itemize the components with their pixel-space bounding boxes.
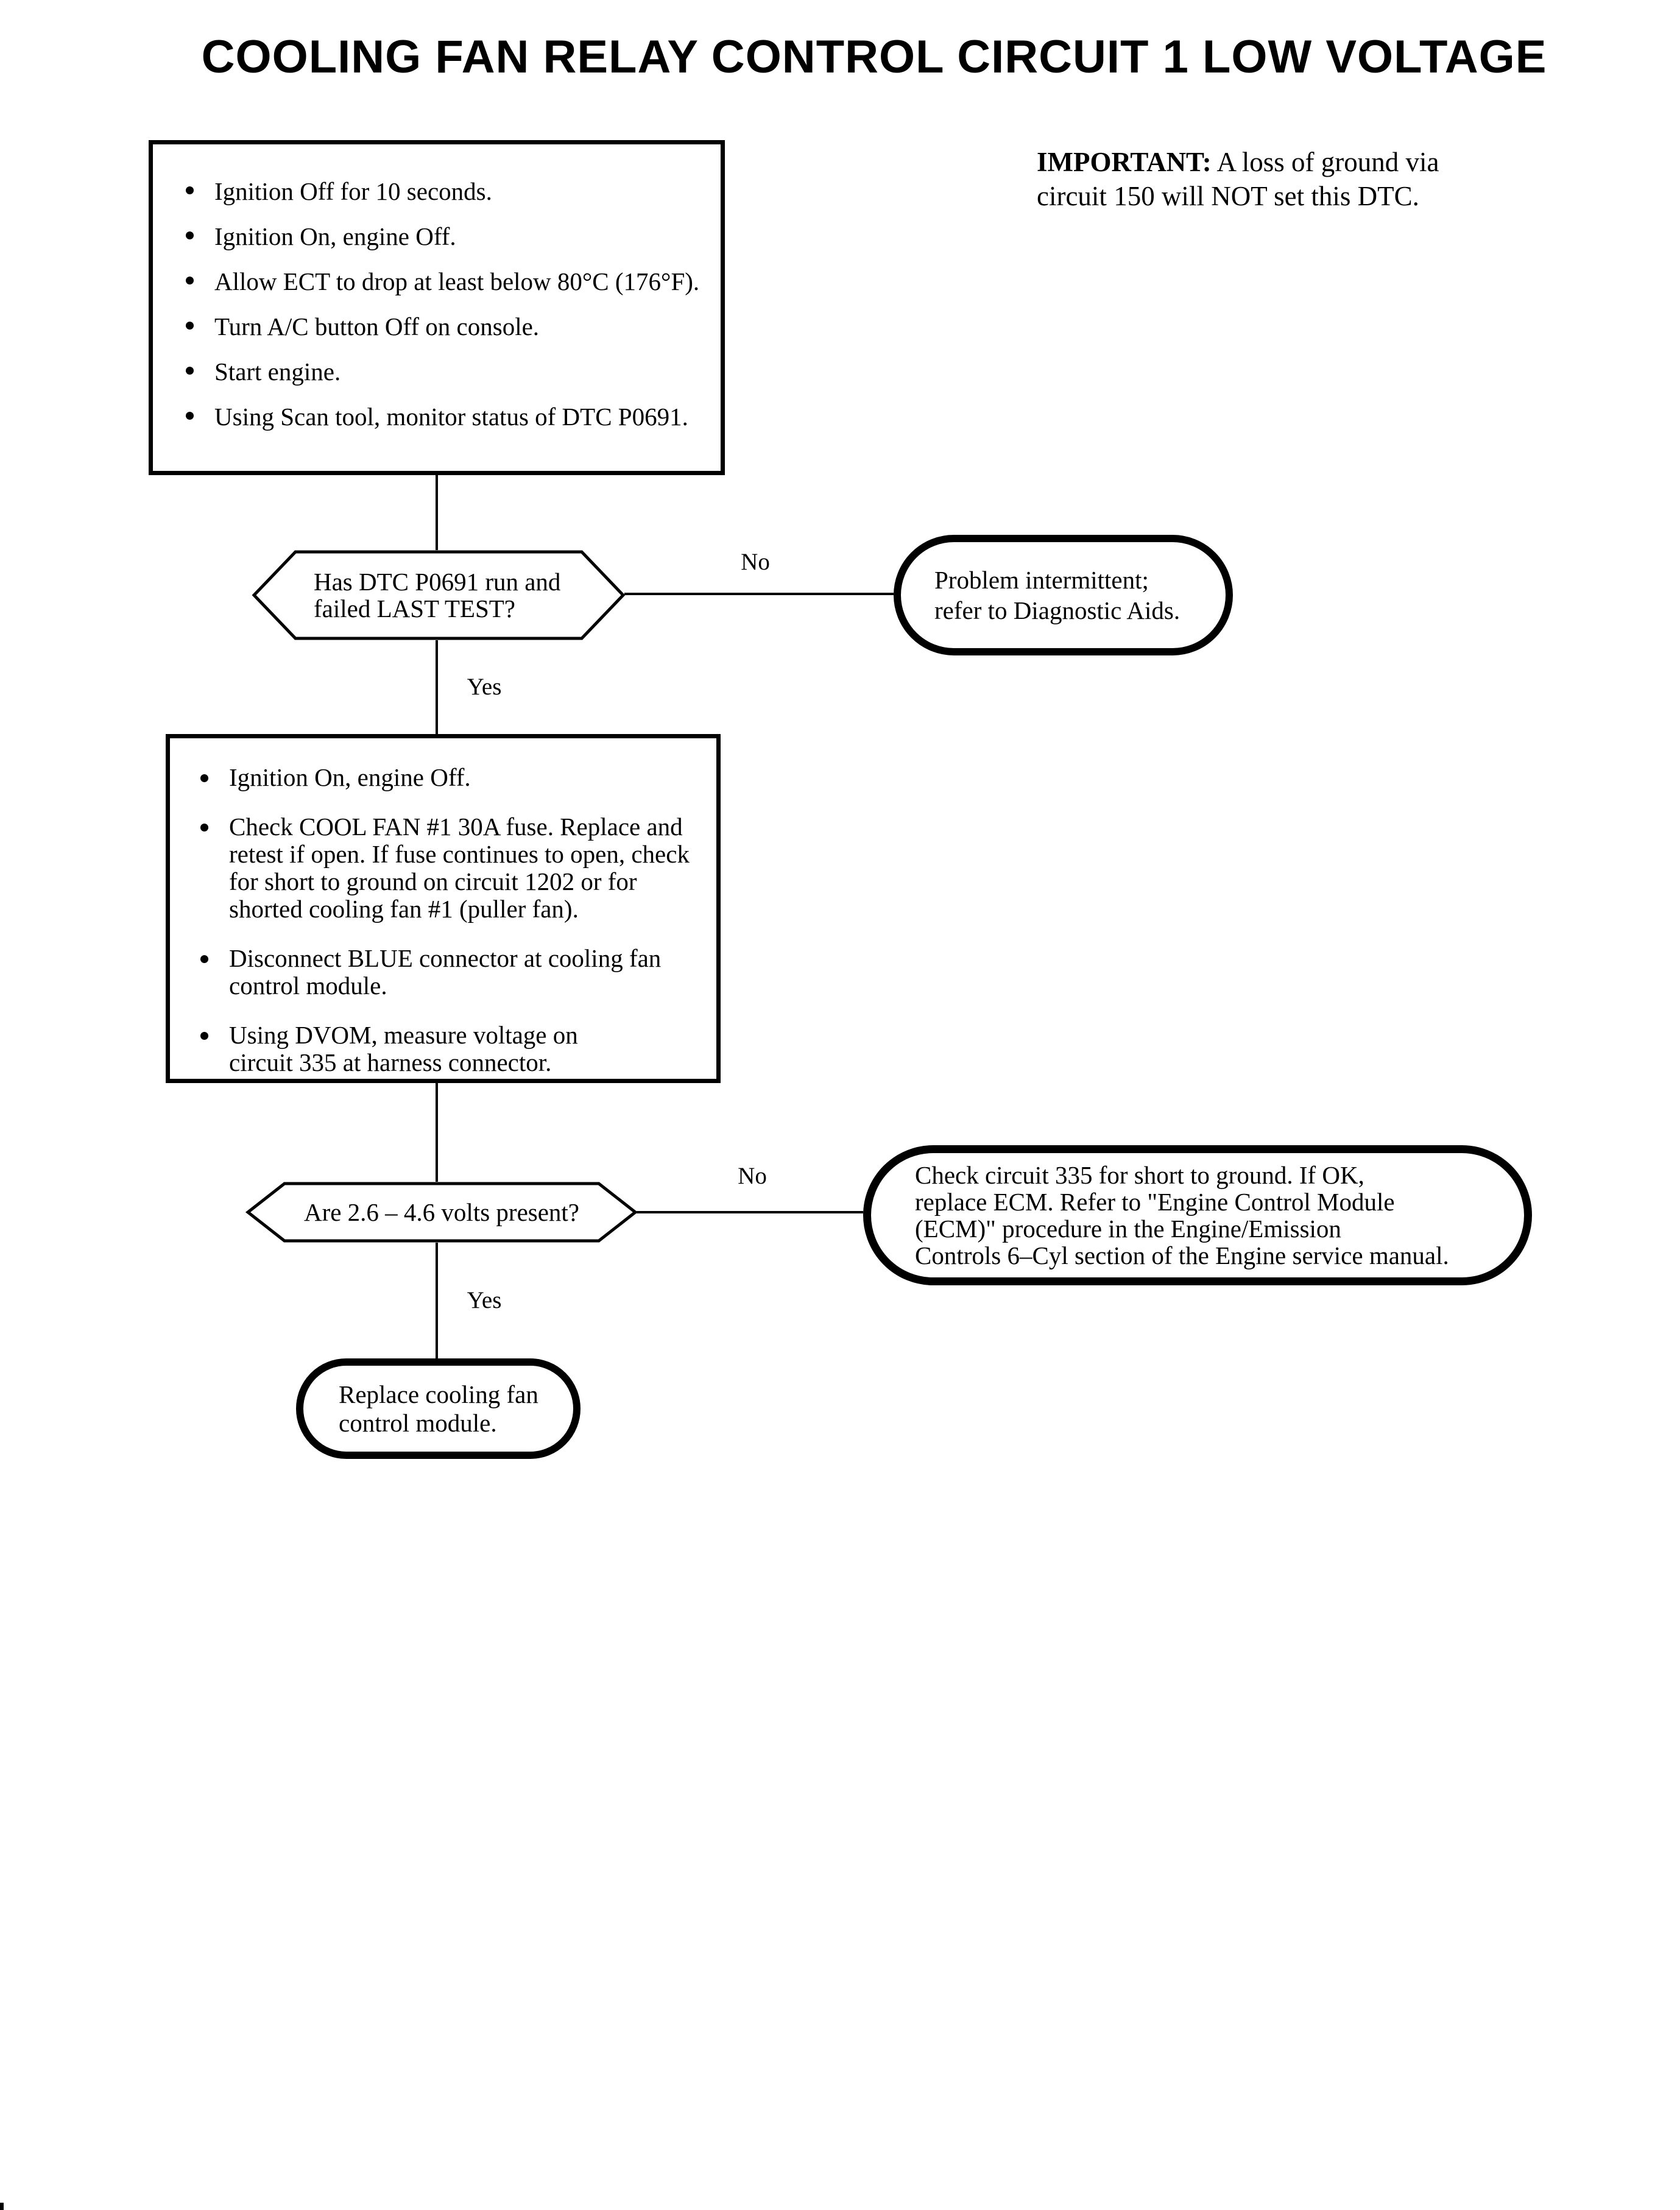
step-text: Check COOL FAN #1 30A fuse. Replace and … <box>229 813 690 923</box>
branch-label-yes-1: Yes <box>467 674 502 700</box>
step-text: Using DVOM, measure voltage on circuit 3… <box>229 1021 578 1076</box>
bullet-icon <box>200 955 208 963</box>
list-item: Ignition On, engine Off. <box>200 764 710 791</box>
important-note-text: A loss of ground via circuit 150 will NO… <box>1037 147 1439 211</box>
branch-label-no-1: No <box>741 549 770 575</box>
decision-2-question: Are 2.6 – 4.6 volts present? <box>303 1198 580 1226</box>
outcome-no-2: Check circuit 335 for short to ground. I… <box>863 1145 1532 1285</box>
connector-decision2-yes <box>436 1243 438 1358</box>
list-item: Using Scan tool, monitor status of DTC P… <box>186 401 708 432</box>
list-item: Turn A/C button Off on console. <box>186 311 708 342</box>
bullet-icon <box>200 774 208 782</box>
decision-1: Has DTC P0691 run and failed LAST TEST? <box>252 550 626 640</box>
list-item: Start engine. <box>186 356 708 387</box>
step-text: Allow ECT to drop at least below 80°C (1… <box>214 267 700 295</box>
list-item: Using DVOM, measure voltage on circuit 3… <box>200 1022 710 1076</box>
list-item: Check COOL FAN #1 30A fuse. Replace and … <box>200 813 710 923</box>
connector-decision2-no <box>637 1211 863 1213</box>
bullet-icon <box>186 277 194 284</box>
decision-2: Are 2.6 – 4.6 volts present? <box>245 1182 638 1243</box>
list-item: Ignition On, engine Off. <box>186 221 708 252</box>
bullet-icon <box>186 367 194 375</box>
step-text: Ignition On, engine Off. <box>229 763 471 791</box>
step-box-1: Ignition Off for 10 seconds. Ignition On… <box>149 140 725 475</box>
branch-label-yes-2: Yes <box>467 1287 502 1313</box>
branch-label-no-2: No <box>738 1163 767 1189</box>
step-text: Ignition On, engine Off. <box>214 222 456 250</box>
step-text: Turn A/C button Off on console. <box>214 312 540 341</box>
important-note: IMPORTANT: A loss of ground via circuit … <box>1037 145 1585 213</box>
step-text: Using Scan tool, monitor status of DTC P… <box>214 403 688 431</box>
step-box-2: Ignition On, engine Off. Check COOL FAN … <box>166 734 721 1083</box>
connector-box1-decision1 <box>436 475 438 550</box>
bullet-icon <box>200 1032 208 1040</box>
connector-decision1-no <box>624 593 894 595</box>
bullet-icon <box>200 824 208 831</box>
connector-box2-decision2 <box>436 1083 438 1182</box>
list-item: Ignition Off for 10 seconds. <box>186 176 708 207</box>
list-item: Allow ECT to drop at least below 80°C (1… <box>186 266 708 297</box>
bullet-icon <box>186 322 194 330</box>
hexagon-shape <box>252 550 626 640</box>
scan-artifact <box>0 2203 4 2210</box>
step-text: Disconnect BLUE connector at cooling fan… <box>229 944 662 1000</box>
important-note-label: IMPORTANT: <box>1037 147 1212 177</box>
outcome-no-1: Problem intermittent; refer to Diagnosti… <box>894 535 1233 655</box>
page-title: COOLING FAN RELAY CONTROL CIRCUIT 1 LOW … <box>201 31 1547 83</box>
bullet-icon <box>186 231 194 239</box>
connector-decision1-yes <box>436 640 438 734</box>
step-text: Ignition Off for 10 seconds. <box>214 177 492 205</box>
bullet-icon <box>186 186 194 194</box>
hexagon-shape <box>245 1182 638 1243</box>
list-item: Disconnect BLUE connector at cooling fan… <box>200 945 710 1000</box>
bullet-icon <box>186 412 194 420</box>
decision-1-question: Has DTC P0691 run and failed LAST TEST? <box>314 568 561 623</box>
step-text: Start engine. <box>214 358 341 386</box>
outcome-yes-2: Replace cooling fan control module. <box>296 1358 581 1459</box>
